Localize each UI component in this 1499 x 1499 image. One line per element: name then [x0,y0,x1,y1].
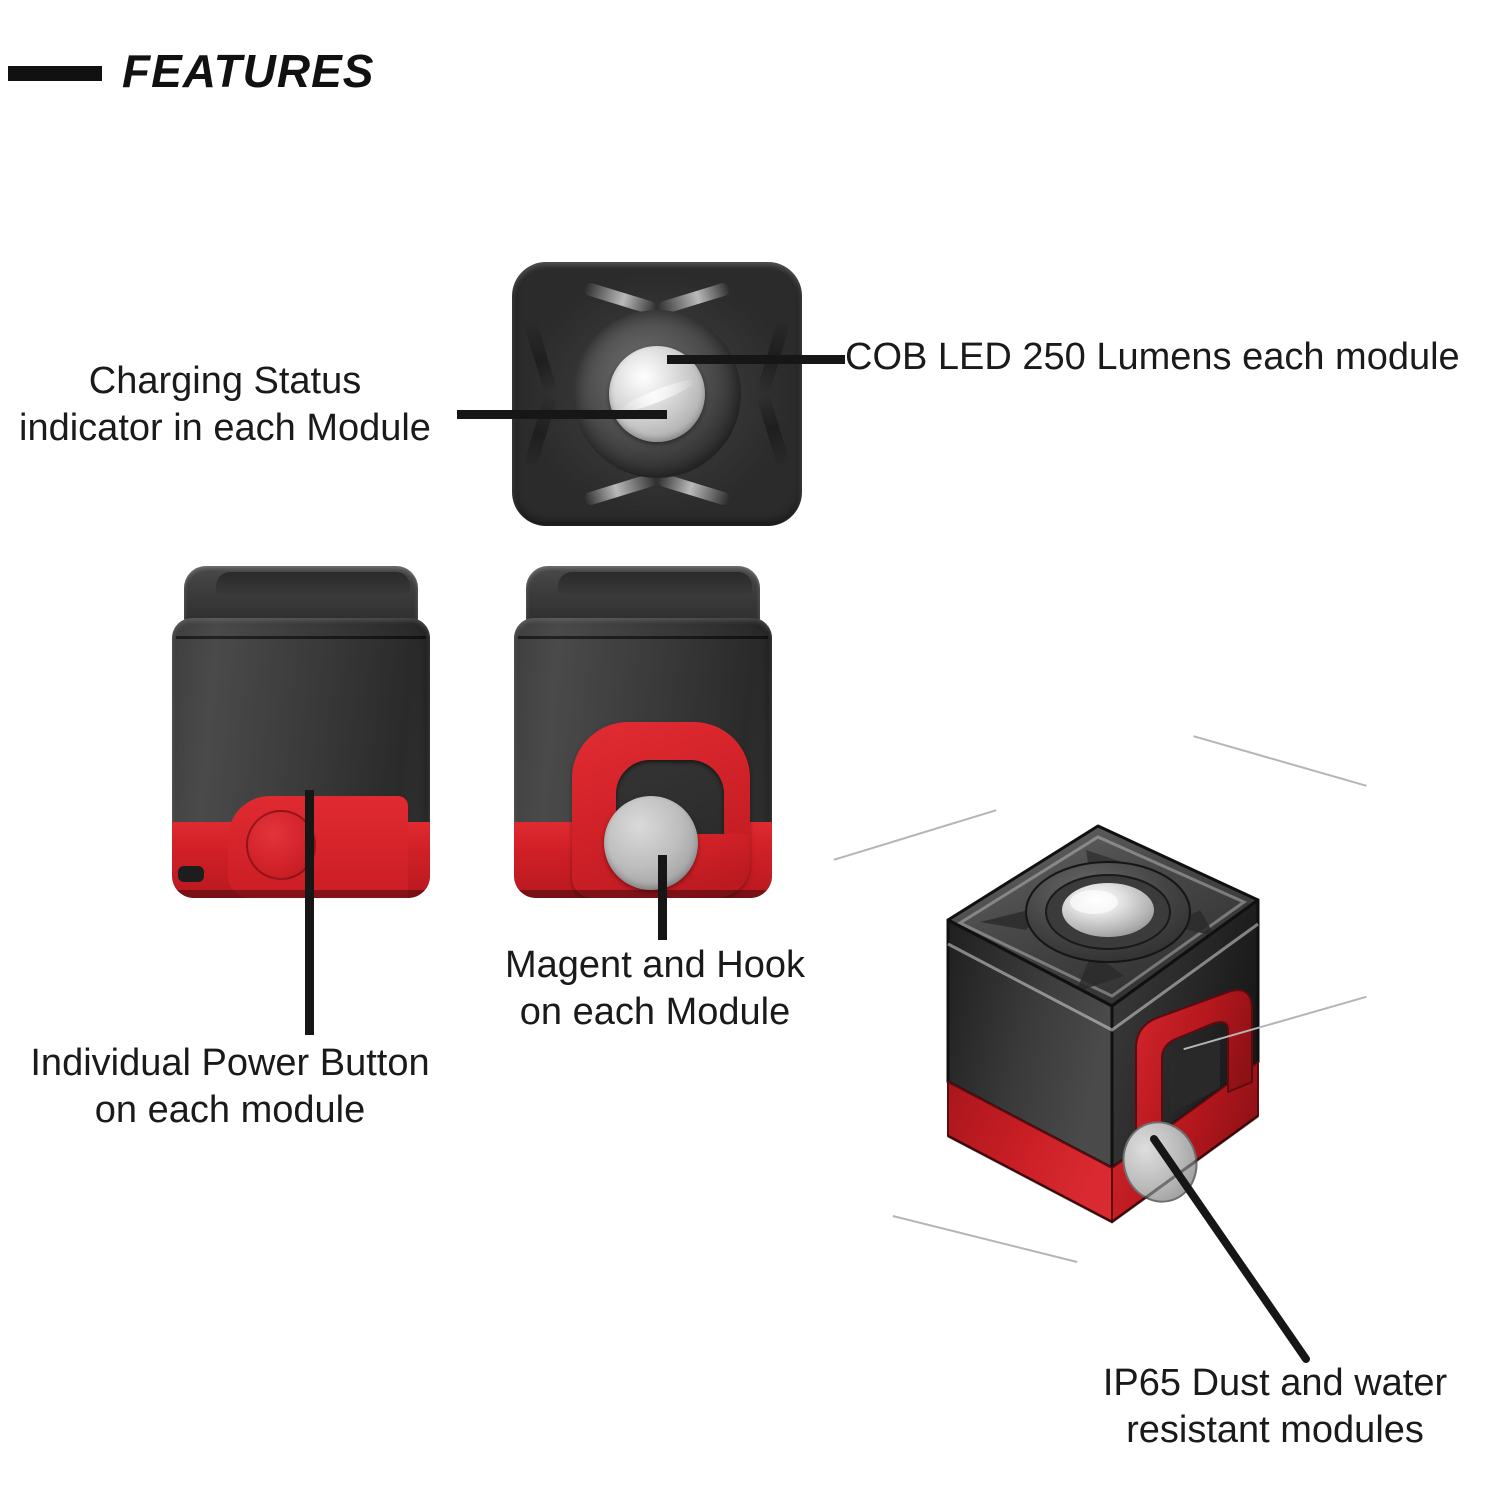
module-seam-line [518,636,768,639]
module-foot-shadow [520,890,766,898]
module-top-cap [526,566,760,628]
leader-line-charging-status [457,410,667,419]
leader-line-magnet-hook [658,855,667,940]
module-mid-view-illustration [514,566,772,898]
callout-charging-status: Charging Status indicator in each Module [19,360,431,449]
module-3d-view-illustration [833,730,1367,1263]
module-3d-svg [946,824,1260,1224]
ridge-highlight-left-icon [528,328,568,460]
module-top-cap-inset [216,572,410,598]
module-left-view-illustration [172,566,430,898]
callout-magnet-hook: Magent and Hook on each Module [505,944,805,1033]
hook-tail [692,834,750,880]
leader-line-power-button [305,790,314,1035]
leader-line-cob-led [667,355,845,364]
callout-ip65: IP65 Dust and water resistant modules [1102,1362,1448,1451]
module-top-view-illustration [512,262,802,526]
module-side-notch [178,866,204,882]
module-body [172,618,430,898]
module-top-cap [184,566,418,628]
module-foot-shadow [178,890,424,898]
page-title: FEATURES [122,45,375,97]
header-rule [8,66,102,81]
callout-power-button: Individual Power Button on each module [30,1042,430,1131]
ridge-highlight-right-icon [746,328,786,460]
leader-line-ip65 [1150,1135,1310,1363]
magnet-icon [604,796,698,890]
power-button-icon [246,810,316,880]
module-seam-line [176,636,426,639]
module-top-cap-inset [558,572,752,598]
callout-cob-led: COB LED 250 Lumens each module [845,336,1460,378]
module-body [514,618,772,898]
